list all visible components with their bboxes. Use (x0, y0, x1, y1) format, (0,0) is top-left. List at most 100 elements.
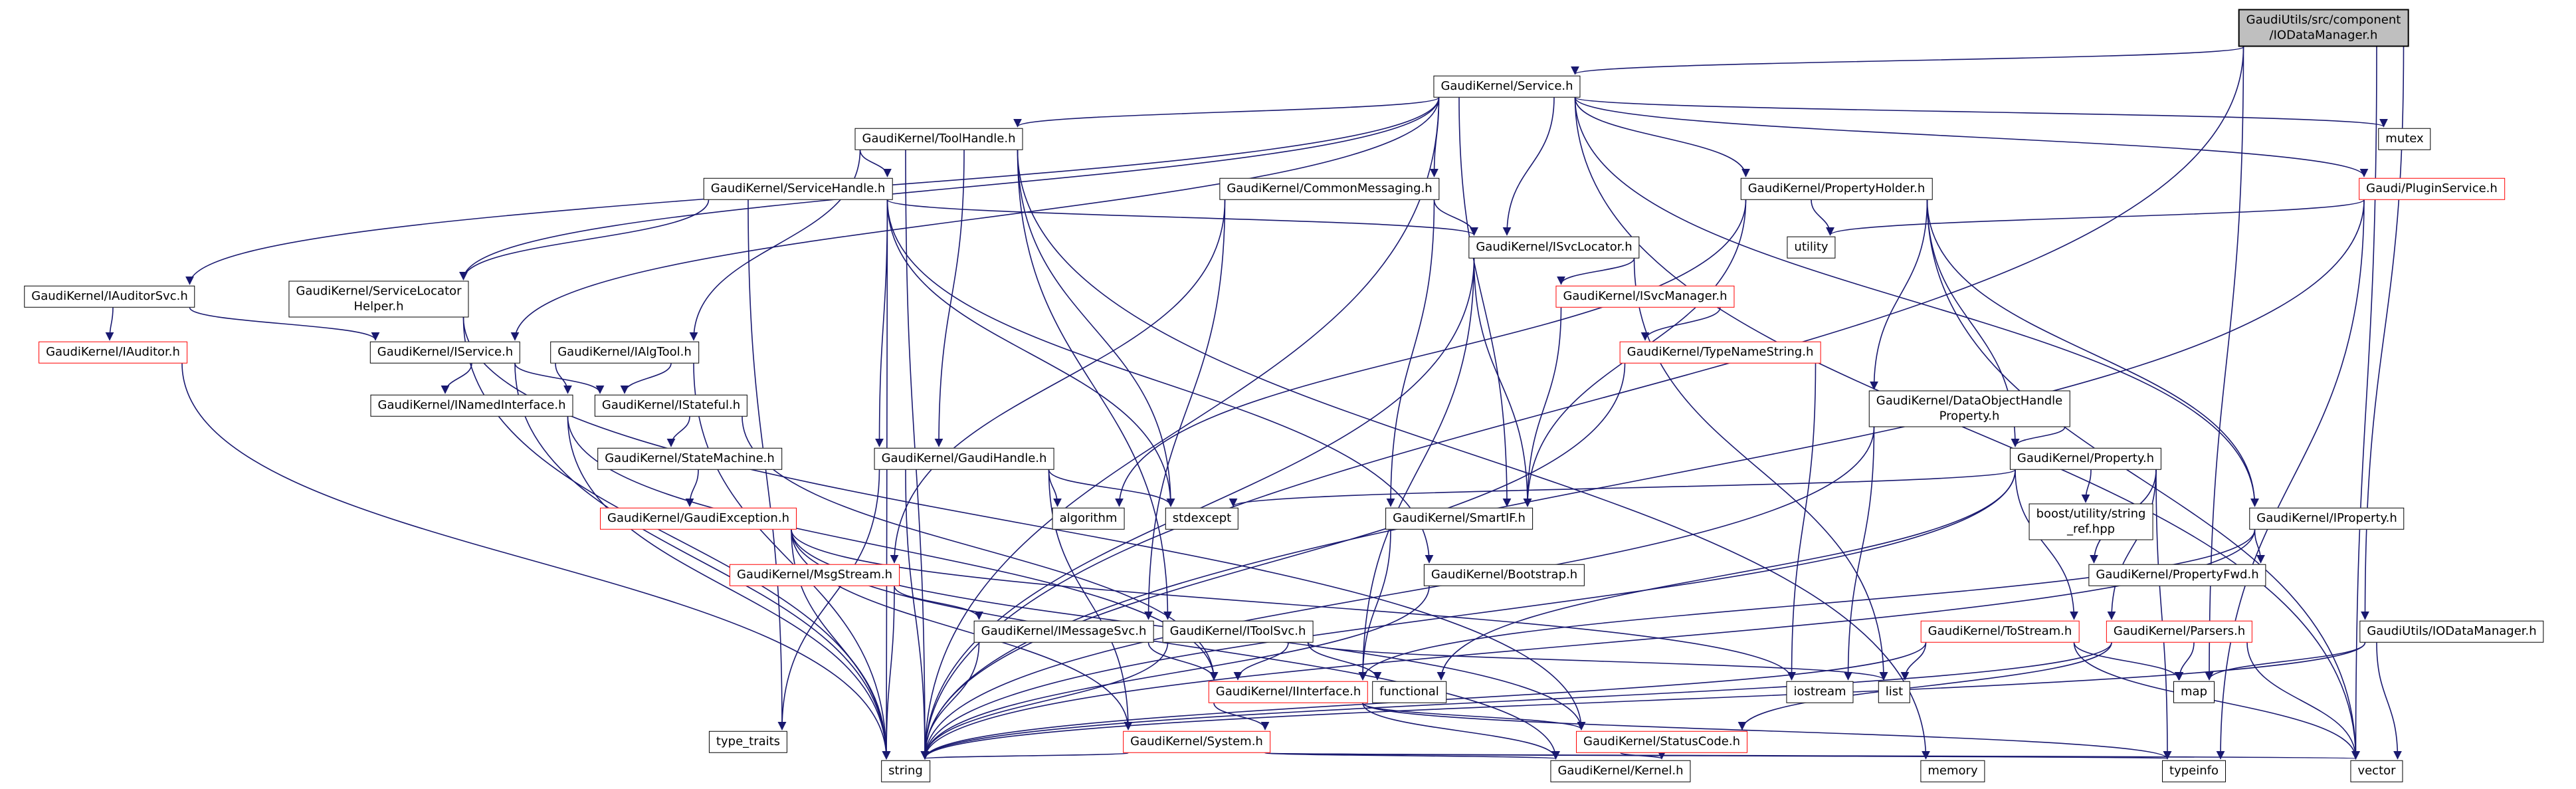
edge-iinterface-statuscode (1362, 702, 1586, 731)
edge-iservice-istateful (514, 363, 605, 394)
graph-node-pluginservice[interactable]: Gaudi/PluginService.h (2359, 177, 2505, 200)
edge-property-string (920, 469, 2016, 760)
edge-gaudiexception-iostream (791, 529, 1796, 681)
edge-itoolsvc-iinterface (1233, 642, 1289, 681)
edge-inamedinterface-string (567, 416, 891, 760)
graph-node-propertyfwd[interactable]: GaudiKernel/PropertyFwd.h (2088, 564, 2266, 586)
edge-service-isvclocator (1502, 97, 1555, 236)
edge-iinterface-kernel (1362, 703, 1560, 760)
graph-node-ialgtool[interactable]: GaudiKernel/IAlgTool.h (550, 341, 699, 364)
edge-servicehandle-string (882, 199, 891, 760)
graph-node-gaudihandle[interactable]: GaudiKernel/GaudiHandle.h (874, 447, 1054, 470)
graph-node-system[interactable]: GaudiKernel/System.h (1123, 731, 1270, 753)
graph-node-isvcmanager[interactable]: GaudiKernel/ISvcManager.h (1555, 285, 1735, 308)
graph-node-servicehandle[interactable]: GaudiKernel/ServiceHandle.h (703, 177, 893, 200)
graph-node-memory[interactable]: memory (1920, 760, 1985, 782)
graph-node-kernel[interactable]: GaudiKernel/Kernel.h (1550, 760, 1691, 782)
edge-servicehandle-isvclocator (886, 199, 1478, 236)
graph-node-vector[interactable]: vector (2350, 760, 2403, 782)
graph-node-stdexcept[interactable]: stdexcept (1165, 507, 1239, 530)
edge-toolhandle-servicehandle (859, 150, 892, 177)
edge-iinterface-typeinfo (1362, 702, 2172, 760)
edge-system-kernel (1264, 750, 1559, 760)
graph-node-commonmessaging[interactable]: GaudiKernel/CommonMessaging.h (1219, 177, 1440, 200)
edge-service-propertyholder (1574, 97, 1750, 177)
edge-parsers-map (2175, 642, 2195, 681)
edge-ialgtool-istateful (620, 363, 672, 394)
graph-node-statuscode[interactable]: GaudiKernel/StatusCode.h (1576, 731, 1747, 753)
graph-node-list[interactable]: list (1878, 681, 1911, 703)
edge-gaudihandle-typetraits (777, 469, 880, 731)
edge-iservice-inamedinterface (441, 363, 472, 394)
edge-smartif-iinterface (1358, 529, 1391, 681)
edge-commonmessaging-imessagesvc (1144, 199, 1226, 620)
graph-node-gaudiexception[interactable]: GaudiKernel/GaudiException.h (600, 507, 797, 530)
graph-node-root[interactable]: GaudiUtils/src/component /IODataManager.… (2238, 9, 2409, 47)
graph-node-string[interactable]: string (881, 760, 930, 782)
graph-node-iproperty[interactable]: GaudiKernel/IProperty.h (2249, 507, 2405, 530)
graph-node-typenamestring[interactable]: GaudiKernel/TypeNameString.h (1619, 341, 1821, 364)
edge-service-toolhandle (1013, 96, 1440, 128)
edge-servicehandle-gaudihandle (875, 199, 888, 447)
graph-node-iostream[interactable]: iostream (1786, 681, 1854, 703)
edge-statuscode-kernel (1620, 750, 1666, 760)
edge-isvcmanager-typenamestring (1640, 307, 1721, 341)
graph-node-mutex[interactable]: mutex (2378, 128, 2431, 150)
edge-root-string (920, 47, 2244, 760)
graph-node-toolhandle[interactable]: GaudiKernel/ToolHandle.h (854, 128, 1023, 150)
edge-utilsiodm-map (2205, 642, 2366, 681)
graph-node-iauditorsvc[interactable]: GaudiKernel/IAuditorSvc.h (24, 285, 195, 308)
edge-property-tostream (2015, 469, 2078, 620)
graph-node-functional[interactable]: functional (1372, 681, 1446, 703)
graph-node-inamedinterface[interactable]: GaudiKernel/INamedInterface.h (370, 394, 573, 417)
graph-node-propertyholder[interactable]: GaudiKernel/PropertyHolder.h (1740, 177, 1933, 200)
edge-iauditor-string (181, 363, 891, 760)
graph-node-isvclocator[interactable]: GaudiKernel/ISvcLocator.h (1468, 236, 1640, 259)
graph-node-iinterface[interactable]: GaudiKernel/IInterface.h (1208, 681, 1369, 703)
graph-node-map[interactable]: map (2173, 681, 2215, 703)
graph-node-parsers[interactable]: GaudiKernel/Parsers.h (2106, 620, 2253, 643)
edge-service-slhelper (459, 97, 1440, 281)
edge-service-iservice (510, 97, 1440, 341)
edge-isvcmanager-smartif (1523, 307, 1562, 507)
graph-node-itoolsvc[interactable]: GaudiKernel/IToolSvc.h (1162, 620, 1314, 643)
edge-utilsiodm-vector (2376, 642, 2402, 760)
graph-node-istateful[interactable]: GaudiKernel/IStateful.h (594, 394, 748, 417)
edge-isvclocator-iinterface (1358, 258, 1475, 681)
edge-dohprop-string (920, 427, 1875, 760)
graph-node-dohprop[interactable]: GaudiKernel/DataObjectHandle Property.h (1868, 390, 2070, 427)
graph-node-smartif[interactable]: GaudiKernel/SmartIF.h (1385, 507, 1533, 530)
graph-node-typetraits[interactable]: type_traits (708, 731, 788, 753)
edge-itoolsvc-string (920, 642, 1169, 760)
graph-node-algorithm[interactable]: algorithm (1052, 507, 1125, 530)
graph-node-bootstrap[interactable]: GaudiKernel/Bootstrap.h (1423, 564, 1585, 586)
graph-node-slhelper[interactable]: GaudiKernel/ServiceLocator Helper.h (288, 281, 469, 318)
graph-node-utilsiodm[interactable]: GaudiUtils/IODataManager.h (2359, 620, 2544, 643)
edge-root-service (1571, 46, 2244, 75)
graph-node-property[interactable]: GaudiKernel/Property.h (2009, 447, 2162, 470)
edge-toolhandle-itoolsvc (1017, 150, 1172, 620)
edge-tostream-map (2073, 642, 2183, 681)
graph-node-statemachine[interactable]: GaudiKernel/StateMachine.h (597, 447, 782, 470)
edge-commonmessaging-smartif (1386, 199, 1435, 507)
graph-node-typeinfo[interactable]: typeinfo (2162, 760, 2226, 782)
edge-iservice-string (514, 363, 891, 760)
edge-iinterface-system (1213, 703, 1270, 731)
graph-node-tostream[interactable]: GaudiKernel/ToStream.h (1920, 620, 2080, 643)
graph-node-imessagesvc[interactable]: GaudiKernel/IMessageSvc.h (973, 620, 1154, 643)
graph-node-service[interactable]: GaudiKernel/Service.h (1433, 75, 1581, 98)
graph-node-msgstream[interactable]: GaudiKernel/MsgStream.h (729, 564, 900, 586)
graph-node-stringref[interactable]: boost/utility/string _ref.hpp (2029, 503, 2153, 540)
edge-property-parsers (2107, 469, 2157, 620)
graph-node-iauditor[interactable]: GaudiKernel/IAuditor.h (39, 341, 187, 364)
graph-node-iservice[interactable]: GaudiKernel/IService.h (369, 341, 521, 364)
graph-node-utility[interactable]: utility (1787, 236, 1836, 259)
edge-property-typeinfo (2155, 469, 2172, 760)
edge-propertyholder-utility (1811, 199, 1834, 236)
edge-parsers-string (920, 642, 2112, 760)
edge-parsers-statuscode (1737, 642, 2112, 731)
edge-pluginservice-utility (1826, 199, 2365, 236)
edge-commonmessaging-isvclocator (1433, 199, 1478, 236)
edge-statemachine-gaudiexception (685, 469, 699, 507)
